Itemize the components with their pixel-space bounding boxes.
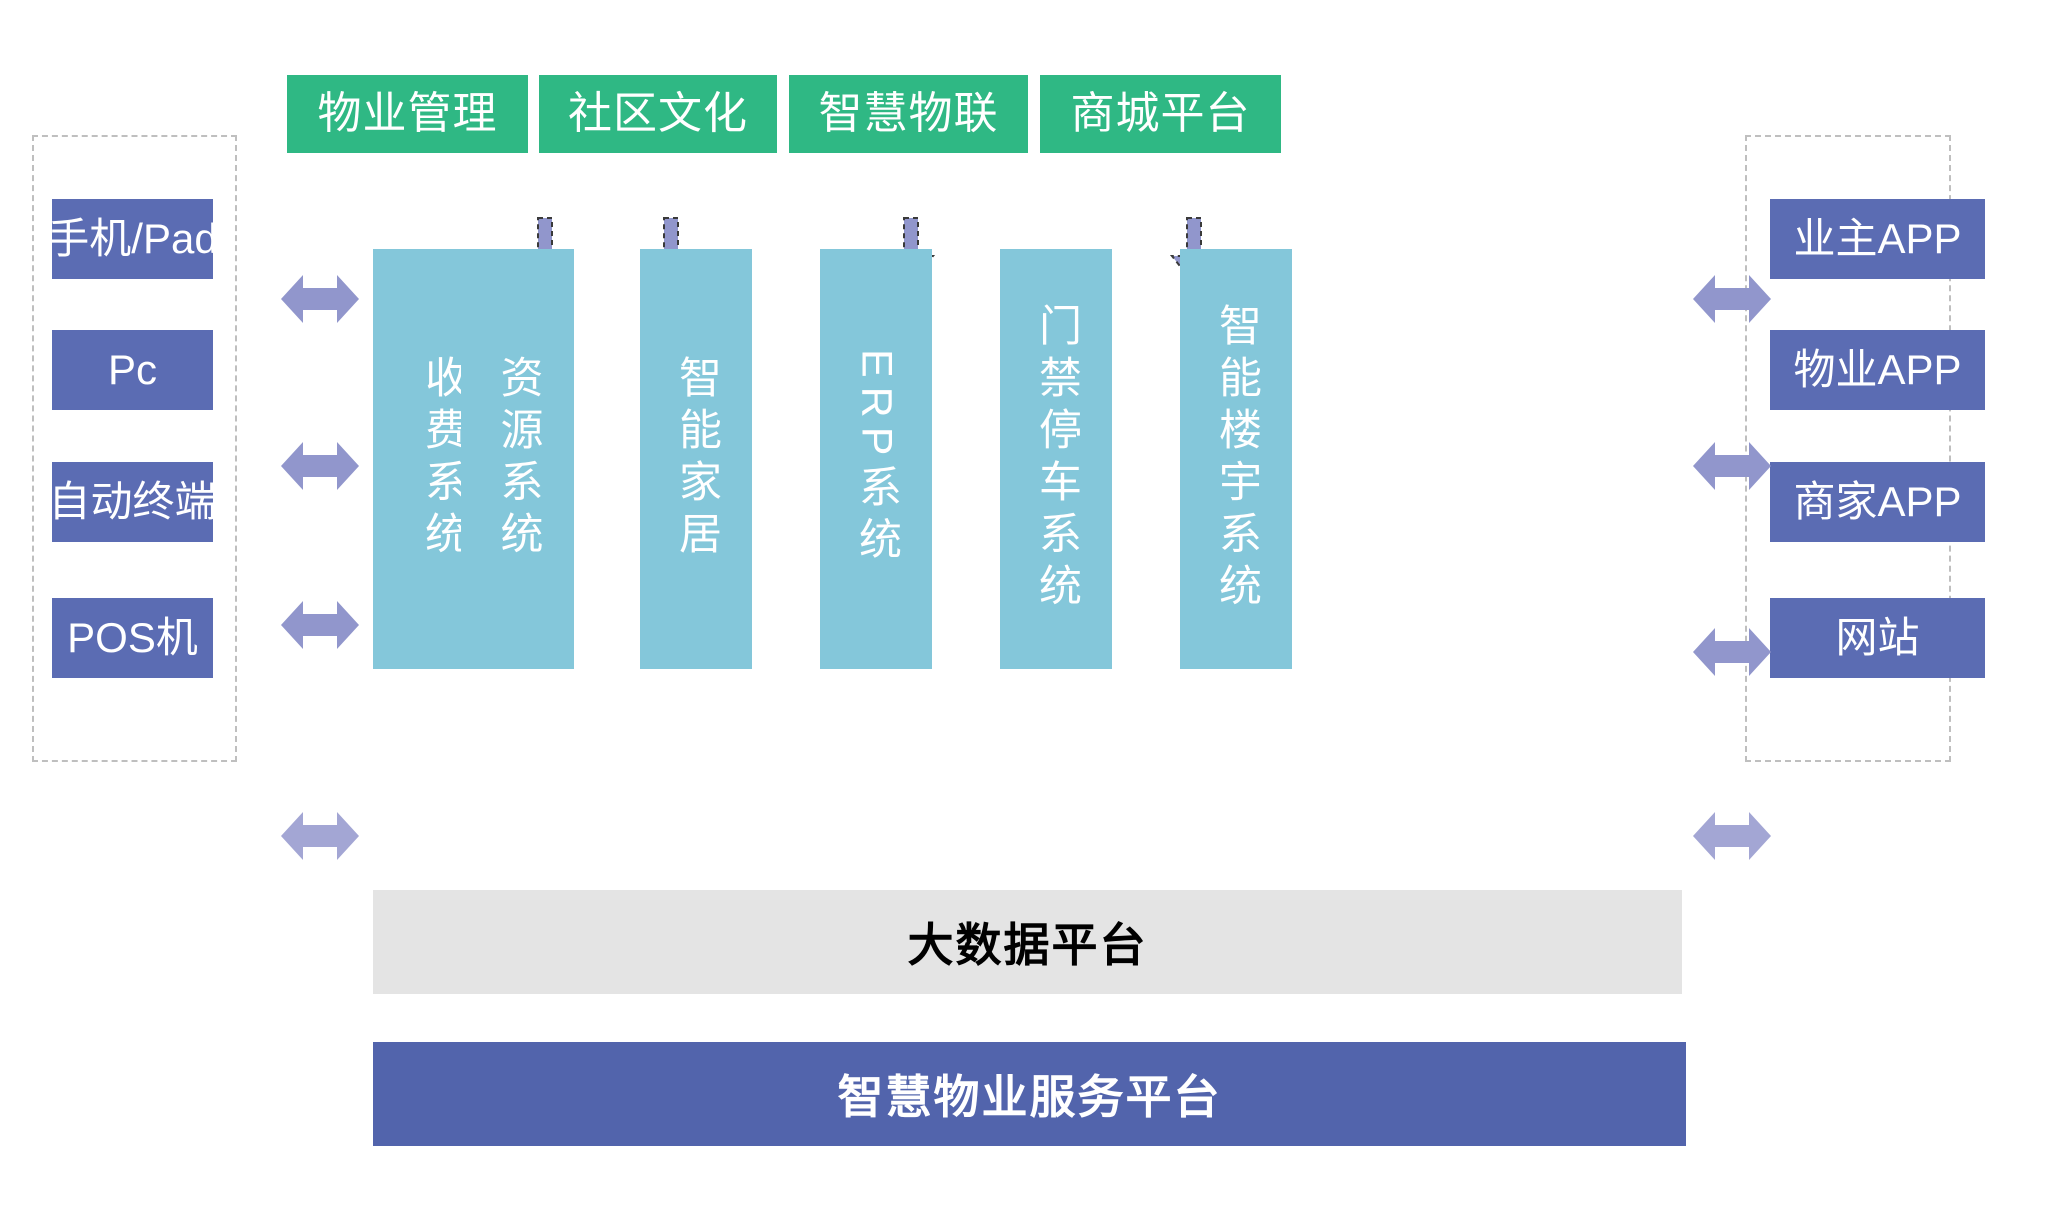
- arrow-bidirectional-icon-owner-app: [1693, 270, 1771, 328]
- channel-label: 社区文化: [568, 88, 748, 138]
- arrow-bidirectional-icon-merchant-app: [1693, 623, 1771, 681]
- terminal-label: POS机: [67, 613, 198, 661]
- core-system-smart-home[interactable]: 智能家居: [640, 249, 752, 669]
- arrow-bidirectional-icon-pos: [281, 807, 359, 865]
- client-label: 商家APP: [1793, 477, 1962, 525]
- core-system-label: ERP系统: [852, 349, 901, 569]
- client-box-property-app[interactable]: 物业APP: [1770, 330, 1985, 410]
- terminal-box-pos[interactable]: POS机: [52, 598, 213, 678]
- big-data-platform-label: 大数据平台: [907, 919, 1148, 971]
- terminal-box-phone-pad[interactable]: 手机/Pad: [47, 199, 218, 279]
- service-platform-label: 智慧物业服务平台: [837, 1071, 1222, 1123]
- core-system-label: 智能楼宇系统: [1212, 303, 1261, 615]
- client-label: 业主APP: [1793, 214, 1962, 262]
- channel-box-property-management[interactable]: 物业管理: [287, 75, 528, 153]
- core-system-smart-building[interactable]: 智能楼宇系统: [1180, 249, 1292, 669]
- channel-box-community-culture[interactable]: 社区文化: [539, 75, 777, 153]
- terminal-box-self-service[interactable]: 自动终端: [49, 462, 217, 542]
- core-system-erp[interactable]: ERP系统: [820, 249, 932, 669]
- terminal-box-pc[interactable]: Pc: [52, 330, 213, 410]
- left-terminal-group-frame: [32, 135, 237, 762]
- client-label: 物业APP: [1793, 345, 1962, 393]
- core-system-access-parking[interactable]: 门禁停车系统: [1000, 249, 1112, 669]
- client-box-website[interactable]: 网站: [1770, 598, 1985, 678]
- channel-label: 物业管理: [317, 88, 498, 138]
- channel-box-smart-iot[interactable]: 智慧物联: [789, 75, 1028, 153]
- core-system-label: 门禁停车系统: [1032, 303, 1081, 615]
- core-system-label: 资源系统: [494, 355, 542, 563]
- core-system-resource-2[interactable]: 资源系统: [461, 249, 574, 669]
- service-platform-bar[interactable]: 智慧物业服务平台: [373, 1042, 1686, 1146]
- right-client-group-frame: [1745, 135, 1951, 762]
- big-data-platform-bar[interactable]: 大数据平台: [373, 890, 1682, 994]
- client-box-owner-app[interactable]: 业主APP: [1770, 199, 1985, 279]
- core-system-label: 智能家居: [672, 355, 721, 563]
- terminal-label: 自动终端: [48, 477, 217, 525]
- arrow-bidirectional-icon-website: [1693, 807, 1771, 865]
- terminal-label: 手机/Pad: [47, 214, 218, 262]
- terminal-label: Pc: [107, 345, 157, 393]
- core-system-label: 收费系统: [418, 355, 467, 563]
- channel-label: 商城平台: [1070, 88, 1251, 138]
- arrow-bidirectional-icon-pc: [281, 437, 359, 495]
- arrow-bidirectional-icon-property-app: [1693, 437, 1771, 495]
- channel-label: 智慧物联: [818, 88, 999, 138]
- channel-box-mall-platform[interactable]: 商城平台: [1040, 75, 1281, 153]
- client-box-merchant-app[interactable]: 商家APP: [1770, 462, 1985, 542]
- arrow-bidirectional-icon-phone-pad: [281, 270, 359, 328]
- client-label: 网站: [1835, 613, 1920, 661]
- arrow-bidirectional-icon-self-service: [281, 596, 359, 654]
